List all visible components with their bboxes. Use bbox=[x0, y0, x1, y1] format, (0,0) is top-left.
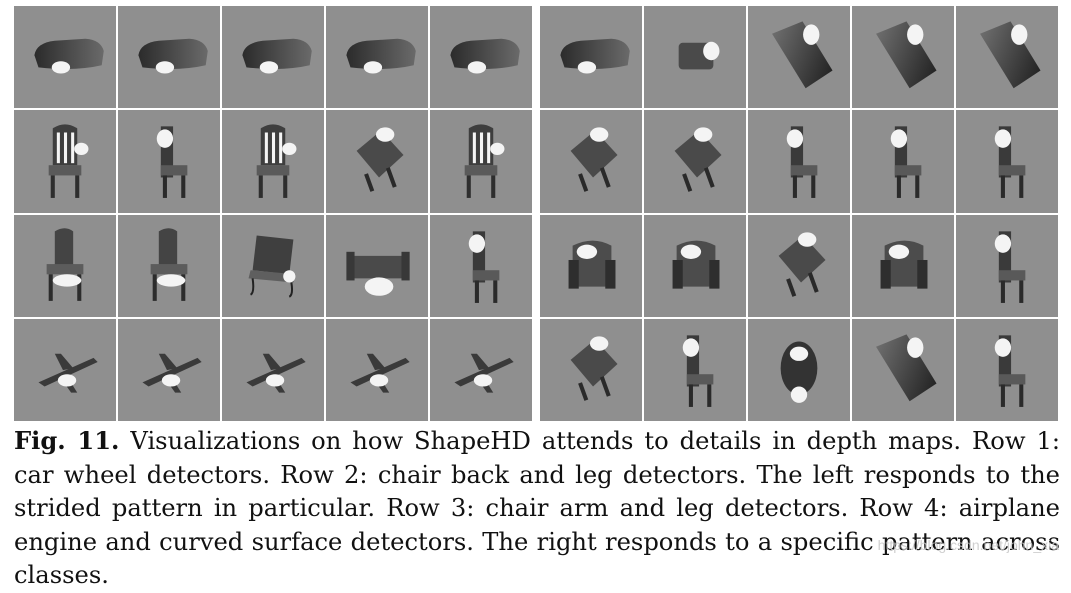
caption-text: Visualizations on how ShapeHD attends to… bbox=[14, 427, 1060, 589]
depth-map-car-image bbox=[560, 38, 630, 74]
depth-map-chair-back bbox=[222, 110, 324, 213]
depth-map-airplane-image bbox=[454, 353, 514, 393]
depth-map-chair-back-image bbox=[48, 124, 89, 199]
depth-map-car-small bbox=[644, 6, 746, 109]
depth-map-chair-lounge-image bbox=[248, 234, 296, 298]
watermark: https://blog.csdn.net/john_xia bbox=[877, 537, 1059, 553]
thumbnail-grid-left bbox=[14, 6, 532, 421]
depth-map-blob-image bbox=[780, 341, 818, 403]
caption-label: Fig. 11. bbox=[14, 426, 120, 455]
depth-map-chair-arm bbox=[14, 214, 116, 317]
depth-map-armchair-image bbox=[568, 240, 616, 289]
depth-map-chair-side bbox=[956, 214, 1058, 317]
depth-map-car-tilted-image bbox=[876, 334, 937, 402]
depth-map-car-tilted bbox=[852, 318, 954, 421]
depth-map-chair-tilted-image bbox=[570, 336, 618, 401]
depth-map-airplane-image bbox=[142, 353, 202, 393]
depth-map-chair-tilted bbox=[326, 110, 428, 213]
depth-map-chair-side-image bbox=[890, 126, 922, 199]
depth-map-chair-back bbox=[430, 110, 532, 213]
depth-map-car-image bbox=[34, 38, 104, 74]
depth-map-chair-back-image bbox=[256, 124, 297, 199]
depth-map-car-tilted bbox=[748, 6, 850, 109]
thumbnail-grid-right bbox=[540, 6, 1058, 421]
depth-map-car-image bbox=[346, 38, 416, 74]
depth-map-chair-tilted bbox=[540, 110, 642, 213]
depth-map-car-image bbox=[450, 38, 520, 74]
depth-map-chair-arm bbox=[118, 214, 220, 317]
depth-map-chair-tilted bbox=[748, 214, 850, 317]
depth-map-chair-side bbox=[118, 110, 220, 213]
depth-map-car-tilted-image bbox=[876, 21, 937, 89]
depth-map-chair-tilted-image bbox=[674, 127, 722, 193]
depth-map-airplane bbox=[222, 318, 324, 421]
depth-map-chair-arm-image bbox=[46, 227, 84, 301]
depth-map-chair-lounge bbox=[222, 214, 324, 317]
depth-map-sofa bbox=[326, 214, 428, 317]
depth-map-car-image bbox=[138, 38, 208, 74]
depth-map-airplane-image bbox=[38, 353, 98, 393]
depth-map-chair-side-image bbox=[994, 230, 1026, 303]
depth-map-car-tilted bbox=[956, 6, 1058, 109]
depth-map-chair-tilted-image bbox=[356, 127, 404, 193]
depth-map-chair-side-image bbox=[994, 335, 1026, 407]
depth-map-car bbox=[326, 6, 428, 109]
depth-map-armchair-image bbox=[880, 240, 928, 289]
depth-map-armchair-image bbox=[672, 240, 720, 289]
depth-map-blob bbox=[748, 318, 850, 421]
depth-map-car-tilted bbox=[852, 6, 954, 109]
depth-map-car bbox=[222, 6, 324, 109]
depth-map-airplane bbox=[14, 318, 116, 421]
depth-map-chair-side-image bbox=[786, 126, 818, 199]
depth-map-car bbox=[14, 6, 116, 109]
depth-map-chair-side bbox=[852, 110, 954, 213]
depth-map-car bbox=[118, 6, 220, 109]
depth-map-chair-side bbox=[956, 318, 1058, 421]
depth-map-chair-side bbox=[644, 318, 746, 421]
depth-map-armchair bbox=[644, 214, 746, 317]
depth-map-chair-side-image bbox=[994, 126, 1026, 199]
depth-map-car-small-image bbox=[678, 41, 720, 70]
depth-map-car bbox=[430, 6, 532, 109]
depth-map-car-tilted-image bbox=[772, 21, 833, 89]
depth-map-chair-side bbox=[430, 214, 532, 317]
depth-map-chair-side bbox=[956, 110, 1058, 213]
depth-map-chair-side-image bbox=[682, 335, 714, 407]
depth-map-car bbox=[540, 6, 642, 109]
depth-map-chair-tilted-image bbox=[570, 127, 618, 193]
depth-map-airplane-image bbox=[350, 353, 410, 393]
depth-map-armchair bbox=[540, 214, 642, 317]
depth-map-chair-back-image bbox=[464, 124, 505, 199]
depth-map-chair-tilted-image bbox=[778, 231, 826, 297]
depth-map-chair-back bbox=[14, 110, 116, 213]
depth-map-chair-tilted bbox=[644, 110, 746, 213]
depth-map-airplane bbox=[430, 318, 532, 421]
depth-map-chair-tilted bbox=[540, 318, 642, 421]
depth-map-sofa-image bbox=[346, 251, 410, 296]
depth-map-car-tilted-image bbox=[980, 21, 1041, 89]
depth-map-chair-arm-image bbox=[150, 227, 188, 301]
depth-map-chair-side-image bbox=[156, 126, 188, 199]
depth-map-armchair bbox=[852, 214, 954, 317]
depth-map-chair-side-image bbox=[468, 230, 500, 303]
depth-map-chair-side bbox=[748, 110, 850, 213]
figure-panel-left bbox=[14, 6, 532, 421]
figure-panel-right bbox=[540, 6, 1058, 421]
depth-map-car-image bbox=[242, 38, 312, 74]
depth-map-airplane bbox=[326, 318, 428, 421]
figure-caption: Fig. 11. Visualizations on how ShapeHD a… bbox=[14, 424, 1060, 593]
depth-map-airplane-image bbox=[246, 353, 306, 393]
depth-map-airplane bbox=[118, 318, 220, 421]
